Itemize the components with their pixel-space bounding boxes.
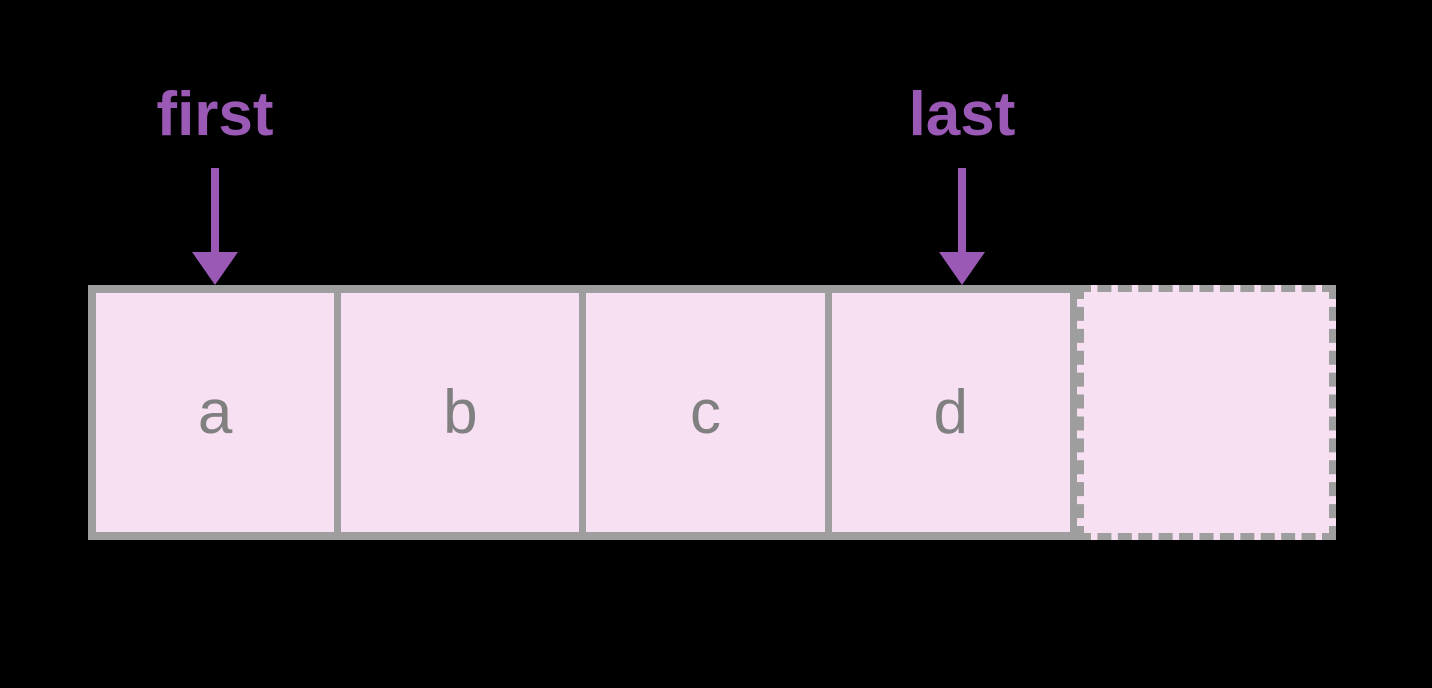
array-cell-1[interactable]: b [341,293,587,532]
pointer-arrow-first [190,168,240,291]
array-container: a b c d [88,285,1337,540]
pointer-arrow-last [937,168,987,291]
array-cell-value: b [443,377,478,447]
array-cell-4-empty[interactable] [1076,285,1337,540]
array-cell-2[interactable]: c [586,293,832,532]
array-cell-0[interactable]: a [96,293,342,532]
pointer-label-first: first [156,80,274,149]
array-cell-value: c [690,377,722,447]
pointer-label-last: last [908,80,1016,149]
array-cell-3[interactable]: d [831,293,1077,532]
array-cell-value: d [933,377,968,447]
array-cell-value: a [197,377,233,447]
